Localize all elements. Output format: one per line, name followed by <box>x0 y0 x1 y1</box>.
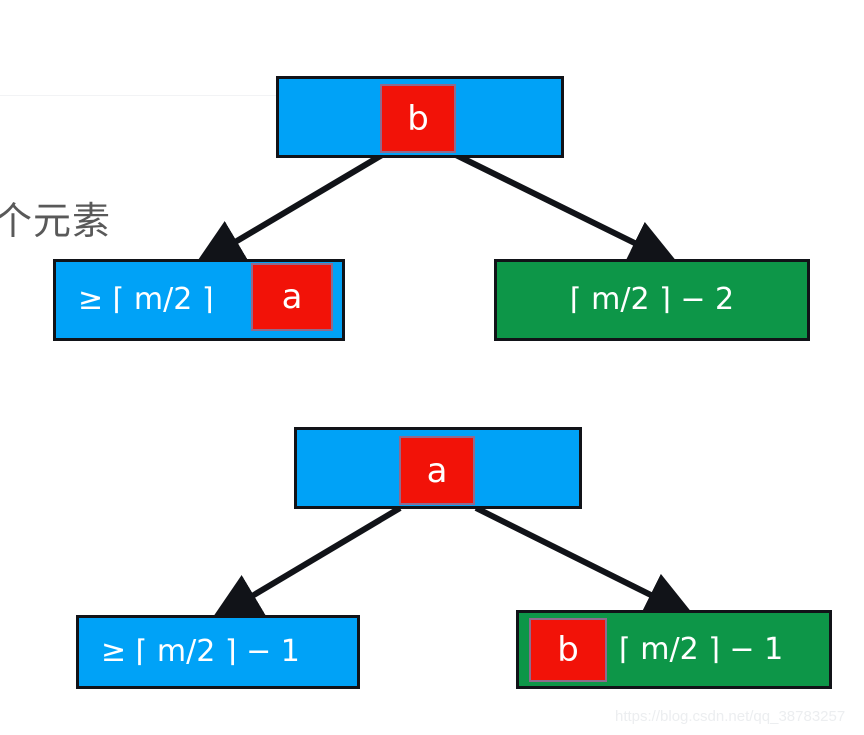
tree-bottom-child-right-key-chip[interactable]: b <box>529 618 607 682</box>
watermark-text: https://blog.csdn.net/qq_38783257 <box>615 708 846 725</box>
tree-bottom-child-left-node[interactable]: ≥ ⌈ m/2 ⌉ − 1 <box>76 615 360 689</box>
tree-bottom-child-right-label: ⌈ m/2 ⌉ − 1 <box>619 631 784 667</box>
edge-top-left <box>193 152 384 267</box>
tree-top-child-right-label: ⌈ m/2 ⌉ − 2 <box>569 282 735 317</box>
tree-bottom-child-left-label: ≥ ⌈ m/2 ⌉ − 1 <box>101 634 300 669</box>
edge-bottom-right <box>474 505 696 618</box>
tree-bottom-root-key-chip[interactable]: a <box>399 436 475 505</box>
annotation-text: 个元素 <box>0 199 112 243</box>
tree-top-root-key-chip[interactable]: b <box>380 84 456 153</box>
edge-bottom-left <box>210 505 402 621</box>
tree-top-child-left-label: ≥ ⌈ m/2 ⌉ <box>78 282 214 317</box>
tree-top-child-left-key-chip[interactable]: a <box>251 263 333 331</box>
edge-top-right <box>454 152 680 266</box>
tree-top-child-right-node[interactable]: ⌈ m/2 ⌉ − 2 <box>494 259 810 341</box>
background-rule <box>0 95 280 96</box>
